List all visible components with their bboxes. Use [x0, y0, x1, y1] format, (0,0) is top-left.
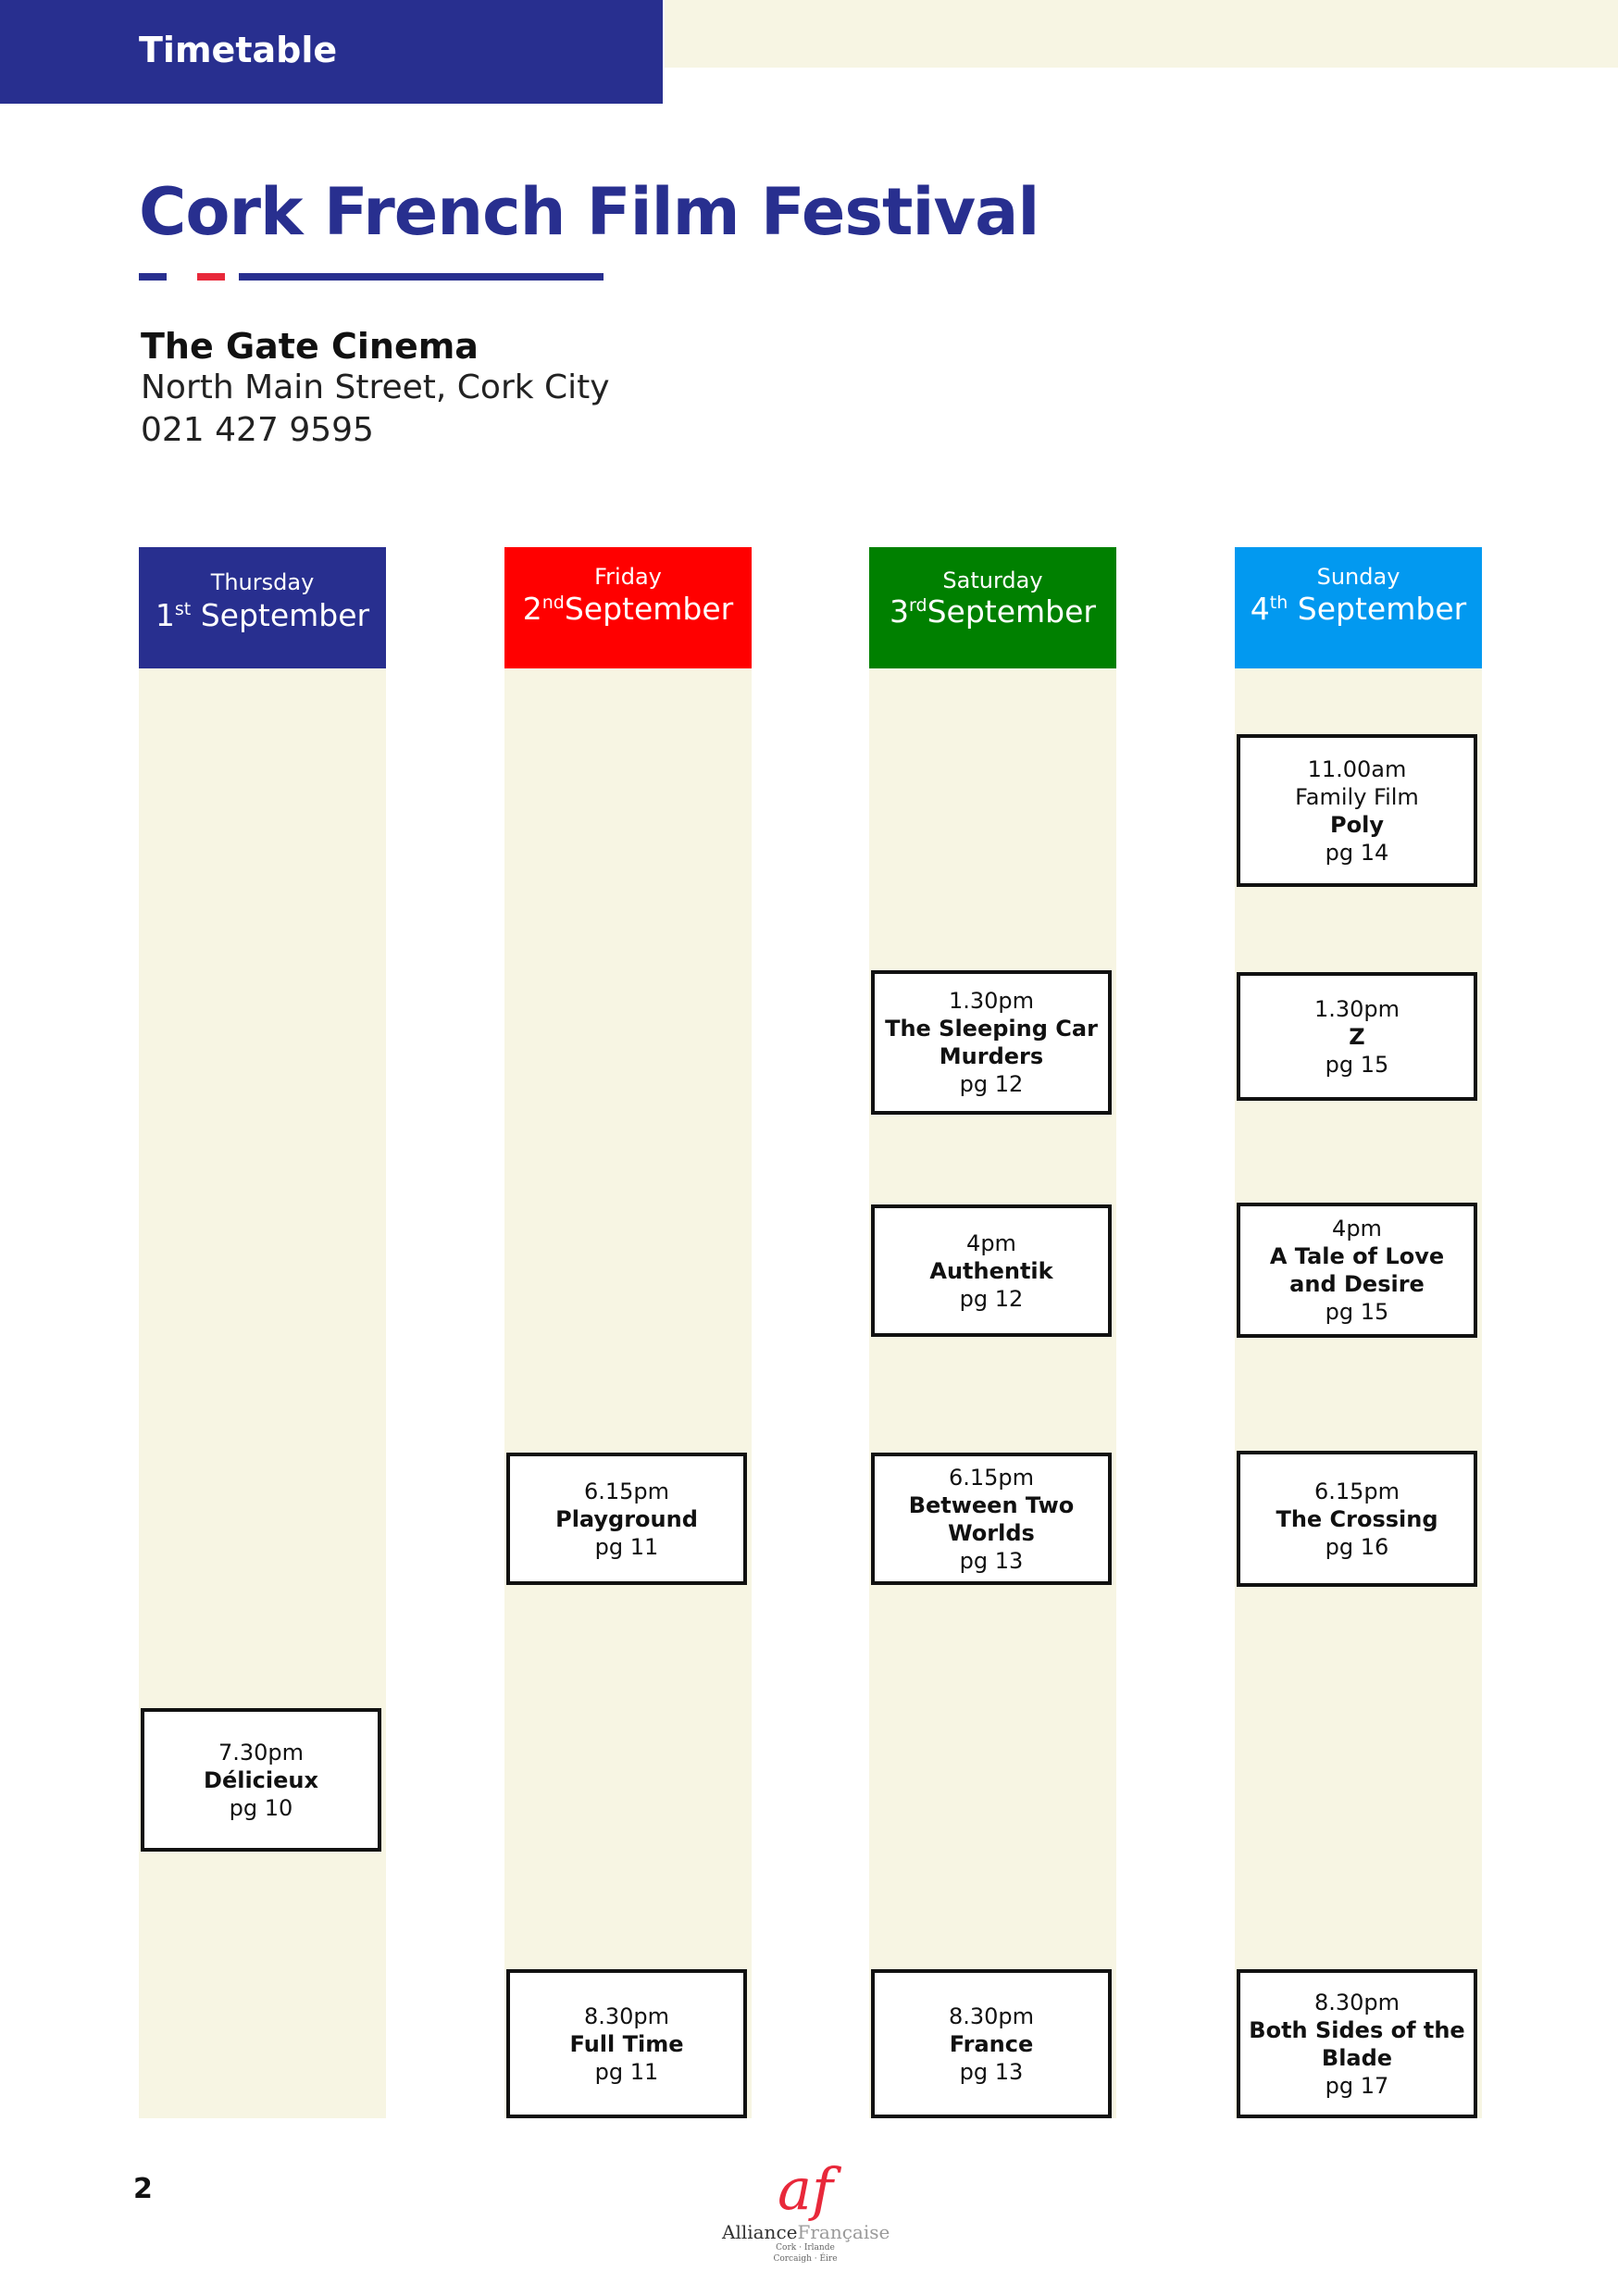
- screening-time: 4pm: [966, 1229, 1016, 1256]
- af-logo-mark: af: [778, 2155, 833, 2223]
- screening-film-title: Both Sides of the Blade: [1249, 2016, 1465, 2071]
- day-name: Sunday: [1316, 564, 1400, 590]
- venue-phone: 021 427 9595: [141, 411, 374, 449]
- screening-delicieux[interactable]: 7.30pm Délicieux pg 10: [141, 1708, 381, 1852]
- day-header-sunday: Sunday 4th September: [1235, 547, 1482, 668]
- screening-page-ref: pg 11: [594, 2058, 659, 2085]
- screening-time: 8.30pm: [948, 2003, 1035, 2029]
- screening-time: 11.00am: [1307, 755, 1407, 782]
- screening-film-title: The Sleeping Car Murders: [885, 1016, 1098, 1069]
- day-column-friday: Friday 2ndSeptember 6.15pm Playground pg…: [504, 547, 752, 2118]
- logo-location-line-2: Corcaigh · Éire: [773, 2254, 838, 2264]
- page-number: 2: [133, 2173, 153, 2205]
- screening-time: 6.15pm: [583, 1478, 670, 1504]
- screening-film-title: Délicieux: [204, 1766, 318, 1793]
- screening-playground[interactable]: 6.15pm Playground pg 11: [506, 1453, 747, 1585]
- screening-time: 4pm: [1332, 1216, 1382, 1242]
- day-column-sunday: Sunday 4th September 11.00am Family Film…: [1235, 547, 1482, 2118]
- day-column-saturday: Saturday 3rdSeptember 1.30pm The Sleepin…: [869, 547, 1116, 2118]
- title-rule-dash-red: [197, 273, 225, 281]
- section-tab: Timetable: [0, 0, 663, 104]
- screening-page-ref: pg 14: [1325, 839, 1389, 866]
- day-name: Friday: [594, 564, 662, 590]
- day-header-saturday: Saturday 3rdSeptember: [869, 547, 1116, 668]
- screening-film-title: Authentik: [929, 1257, 1053, 1284]
- screening-time: 1.30pm: [1313, 995, 1400, 1022]
- screening-time: 6.15pm: [948, 1464, 1035, 1491]
- screening-page-ref: pg 15: [1325, 1051, 1389, 1078]
- screening-film-title: Between Two Worlds: [908, 1491, 1075, 1546]
- day-column-thursday: Thursday 1st September 7.30pm Délicieux …: [139, 547, 386, 2118]
- screening-page-ref: pg 12: [959, 1071, 1024, 1097]
- day-name: Thursday: [210, 569, 315, 595]
- screening-film-title: Full Time: [569, 2030, 684, 2057]
- venue-address: North Main Street, Cork City: [141, 368, 610, 406]
- screening-page-ref: pg 15: [1325, 1299, 1389, 1325]
- screening-film-title: Poly: [1330, 811, 1384, 838]
- day-date: 2ndSeptember: [522, 591, 734, 627]
- header-strip: [665, 0, 1618, 68]
- screening-time: 7.30pm: [218, 1739, 305, 1766]
- section-tab-label: Timetable: [139, 30, 338, 70]
- screening-page-ref: pg 13: [959, 1547, 1024, 1574]
- screening-subtitle: Family Film: [1295, 783, 1419, 810]
- screening-time: 8.30pm: [583, 2003, 670, 2029]
- screening-film-title: Playground: [555, 1505, 698, 1532]
- screening-page-ref: pg 17: [1325, 2072, 1389, 2099]
- screening-france[interactable]: 8.30pm France pg 13: [871, 1969, 1112, 2118]
- logo-wordmark: AllianceFrançaise: [722, 2221, 890, 2243]
- day-date: 4th September: [1250, 591, 1467, 627]
- day-header-thursday: Thursday 1st September: [139, 547, 386, 668]
- screening-time: 8.30pm: [1313, 1989, 1400, 2015]
- screening-page-ref: pg 13: [959, 2058, 1024, 2085]
- page-title: Cork French Film Festival: [139, 174, 1039, 250]
- screening-full-time[interactable]: 8.30pm Full Time pg 11: [506, 1969, 747, 2118]
- screening-film-title: A Tale of Love and Desire: [1269, 1243, 1445, 1297]
- alliance-francaise-logo: af AllianceFrançaise Cork · Irlande Corc…: [722, 2155, 890, 2287]
- venue-name: The Gate Cinema: [141, 326, 479, 367]
- day-header-friday: Friday 2ndSeptember: [504, 547, 752, 668]
- day-name: Saturday: [942, 568, 1043, 593]
- screening-page-ref: pg 16: [1325, 1533, 1389, 1560]
- logo-location-line-1: Cork · Irlande: [776, 2243, 835, 2252]
- screening-z[interactable]: 1.30pm Z pg 15: [1237, 972, 1477, 1101]
- screening-poly[interactable]: 11.00am Family Film Poly pg 14: [1237, 734, 1477, 887]
- screening-the-crossing[interactable]: 6.15pm The Crossing pg 16: [1237, 1451, 1477, 1587]
- day-date: 3rdSeptember: [890, 593, 1096, 630]
- screening-both-sides-of-the-blade[interactable]: 8.30pm Both Sides of the Blade pg 17: [1237, 1969, 1477, 2118]
- screening-time: 6.15pm: [1313, 1478, 1400, 1504]
- screening-page-ref: pg 11: [594, 1533, 659, 1560]
- screening-the-sleeping-car-murders[interactable]: 1.30pm The Sleeping Car Murders pg 12: [871, 970, 1112, 1115]
- title-rule-dash-navy: [139, 273, 167, 281]
- day-date: 1st September: [155, 597, 370, 633]
- screening-film-title: The Crossing: [1276, 1505, 1438, 1532]
- screening-page-ref: pg 10: [229, 1794, 293, 1821]
- screening-film-title: France: [949, 2030, 1034, 2057]
- screening-between-two-worlds[interactable]: 6.15pm Between Two Worlds pg 13: [871, 1453, 1112, 1585]
- screening-film-title: Z: [1349, 1023, 1365, 1050]
- screening-a-tale-of-love-and-desire[interactable]: 4pm A Tale of Love and Desire pg 15: [1237, 1203, 1477, 1338]
- screening-authentik[interactable]: 4pm Authentik pg 12: [871, 1204, 1112, 1337]
- screening-page-ref: pg 12: [959, 1285, 1024, 1312]
- screening-time: 1.30pm: [948, 988, 1035, 1014]
- title-rule-line: [239, 273, 604, 281]
